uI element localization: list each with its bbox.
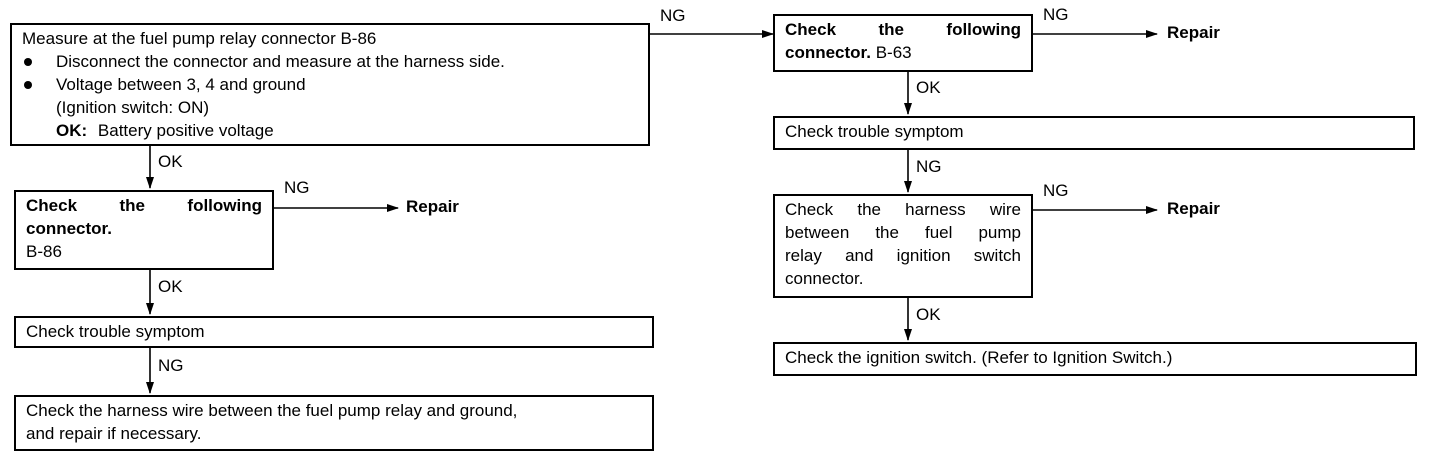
left-connector-line2: connector.: [26, 219, 112, 238]
main-check-ok-line: OK: Battery positive voltage: [22, 119, 638, 142]
left-harness-line2: and repair if necessary.: [26, 424, 202, 443]
right-trouble-box: Check trouble symptom: [773, 116, 1415, 150]
right-harness-box: Check the harness wire between the fuel …: [773, 194, 1033, 298]
ng-label: NG: [660, 6, 686, 25]
right-connector-box: Check the following connector. B-63: [773, 14, 1033, 72]
right-trouble-text: Check trouble symptom: [785, 122, 964, 141]
ok-label: OK: [158, 277, 183, 296]
right-ignition-box: Check the ignition switch. (Refer to Ign…: [773, 342, 1417, 376]
ok-key: OK:: [56, 121, 88, 140]
left-trouble-box: Check trouble symptom: [14, 316, 654, 348]
left-connector-line1: Check the following: [26, 196, 262, 215]
left-connector-box: Check the following connector. B-86: [14, 190, 274, 270]
right-ignition-text: Check the ignition switch. (Refer to Ign…: [785, 348, 1173, 367]
bullet-dot-icon: [24, 58, 32, 66]
bullet-dot-icon: [24, 81, 32, 89]
right-connector-line1: Check the following: [785, 20, 1021, 39]
ng-label: NG: [1043, 181, 1069, 200]
ok-value: Battery positive voltage: [97, 121, 274, 140]
ng-label: NG: [284, 178, 310, 197]
main-check-bullet: Voltage between 3, 4 and ground: [22, 73, 638, 96]
main-check-condition: (Ignition switch: ON): [56, 98, 210, 117]
repair-label: Repair: [1167, 23, 1220, 42]
ok-label: OK: [916, 78, 941, 97]
left-harness-line1: Check the harness wire between the fuel …: [26, 401, 518, 420]
main-check-box: Measure at the fuel pump relay connector…: [10, 23, 650, 146]
right-connector-line2: connector. B-63: [785, 43, 912, 62]
left-connector-code: B-86: [26, 242, 62, 261]
right-harness-line: Check the harness wire: [785, 200, 1021, 219]
right-connector-code: B-63: [875, 43, 912, 62]
right-harness-line: between the fuel pump: [785, 223, 1021, 242]
ok-label: OK: [916, 305, 941, 324]
repair-label: Repair: [1167, 199, 1220, 218]
left-harness-box: Check the harness wire between the fuel …: [14, 395, 654, 451]
repair-label: Repair: [406, 197, 459, 216]
right-harness-line: connector.: [785, 269, 864, 288]
left-trouble-text: Check trouble symptom: [26, 322, 205, 341]
right-harness-line: relay and ignition switch: [785, 246, 1021, 265]
ok-label: OK: [158, 152, 183, 171]
ng-label: NG: [1043, 5, 1069, 24]
ng-label: NG: [158, 356, 184, 375]
main-check-bullet: Disconnect the connector and measure at …: [22, 50, 638, 73]
main-check-title: Measure at the fuel pump relay connector…: [22, 29, 377, 48]
ng-label: NG: [916, 157, 942, 176]
